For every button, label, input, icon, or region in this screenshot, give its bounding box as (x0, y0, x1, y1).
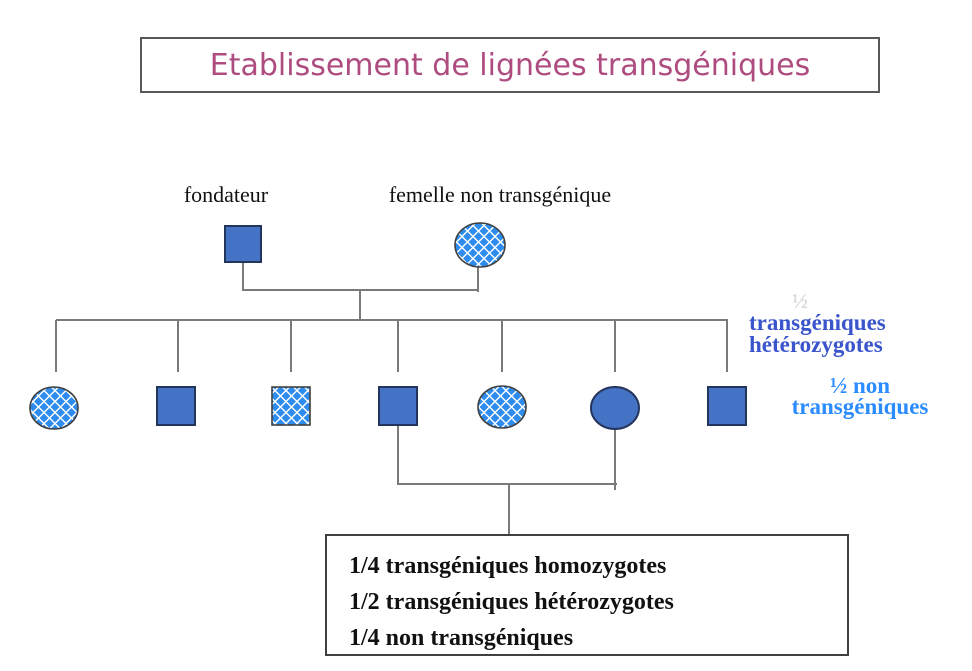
results-box: 1/4 transgéniques homozygotes 1/2 transg… (325, 534, 849, 656)
annotation-het-line1: transgéniques (749, 310, 886, 335)
child-symbol-6 (590, 386, 640, 430)
annotation-non-line1: ½ non (829, 373, 891, 398)
annotation-heterozygotes: transgéniques hétérozygotes (749, 310, 971, 357)
slide-title: Etablissement de lignées transgéniques (209, 47, 811, 83)
father-symbol (224, 225, 262, 263)
child-symbol-2 (156, 386, 196, 426)
result-line-2: 1/2 transgéniques hétérozygotes (349, 589, 674, 615)
result-line-3: 1/4 non transgéniques (349, 625, 574, 651)
annotation-non-transgeniques: ½ non transgéniques (749, 373, 971, 419)
father-label: fondateur (183, 182, 269, 207)
pedigree-lines (55, 262, 728, 536)
mother-label: femelle non transgénique (388, 182, 612, 207)
child-symbol-4 (378, 386, 418, 426)
child-symbol-3 (271, 386, 311, 426)
title-box: Etablissement de lignées transgéniques (140, 37, 880, 93)
child-symbol-1 (29, 386, 79, 430)
result-line-1: 1/4 transgéniques homozygotes (349, 553, 667, 579)
annotation-het-line2: hétérozygotes (749, 332, 883, 357)
annotation-non-line2: transgéniques (791, 394, 929, 419)
pedigree-symbols (29, 222, 747, 430)
child-symbol-7 (707, 386, 747, 426)
mother-symbol (454, 222, 506, 268)
child-symbol-5 (477, 385, 527, 429)
annotation-half-faint: ½ (792, 289, 808, 313)
